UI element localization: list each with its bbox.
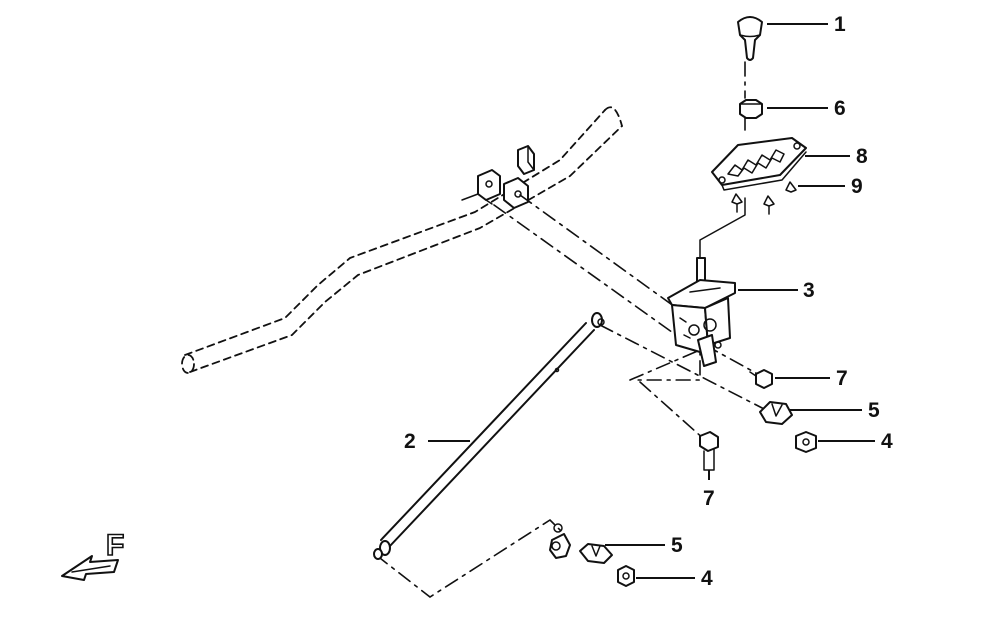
leader-lines: [428, 23, 875, 579]
callout-9: 9: [851, 175, 863, 198]
shift-lever-assembly: [667, 197, 746, 367]
bolt-7-upper: [749, 369, 773, 389]
front-direction-marker: F: [61, 528, 125, 581]
lock-clip-5-lower: [579, 543, 613, 564]
frame-bracket-upper: [517, 145, 535, 175]
screw-9a: [785, 181, 797, 193]
shift-knob: [737, 16, 763, 61]
front-arrow-icon: [61, 555, 119, 581]
hex-nut-4-upper: [795, 431, 817, 453]
frame-bracket-left: [461, 169, 501, 205]
callout-2: 2: [404, 430, 416, 453]
callout-3: 3: [803, 279, 815, 302]
frame-tube-phantom: [181, 106, 623, 374]
lower-ball-joint: [549, 523, 571, 559]
callout-4-upper: 4: [881, 430, 893, 453]
callout-7-upper: 7: [836, 367, 848, 390]
callout-7-lower: 7: [703, 487, 715, 510]
hex-nut-6: [739, 99, 763, 119]
screw-9b: [763, 195, 775, 215]
callout-5-upper: 5: [868, 399, 880, 422]
frame-bracket-right: [503, 177, 529, 209]
front-direction-letter: F: [106, 529, 124, 562]
lock-clip-5-upper: [759, 401, 793, 425]
shift-gate-plate: [711, 137, 807, 191]
callout-1: 1: [834, 13, 846, 36]
hex-nut-4-lower: [617, 565, 635, 587]
callout-8: 8: [856, 145, 868, 168]
shift-rod: [373, 312, 605, 560]
screw-9c: [731, 193, 743, 213]
callout-4-lower: 4: [701, 567, 713, 590]
callout-6: 6: [834, 97, 846, 120]
bolt-7-lower: [699, 431, 719, 471]
callout-5-lower: 5: [671, 534, 683, 557]
